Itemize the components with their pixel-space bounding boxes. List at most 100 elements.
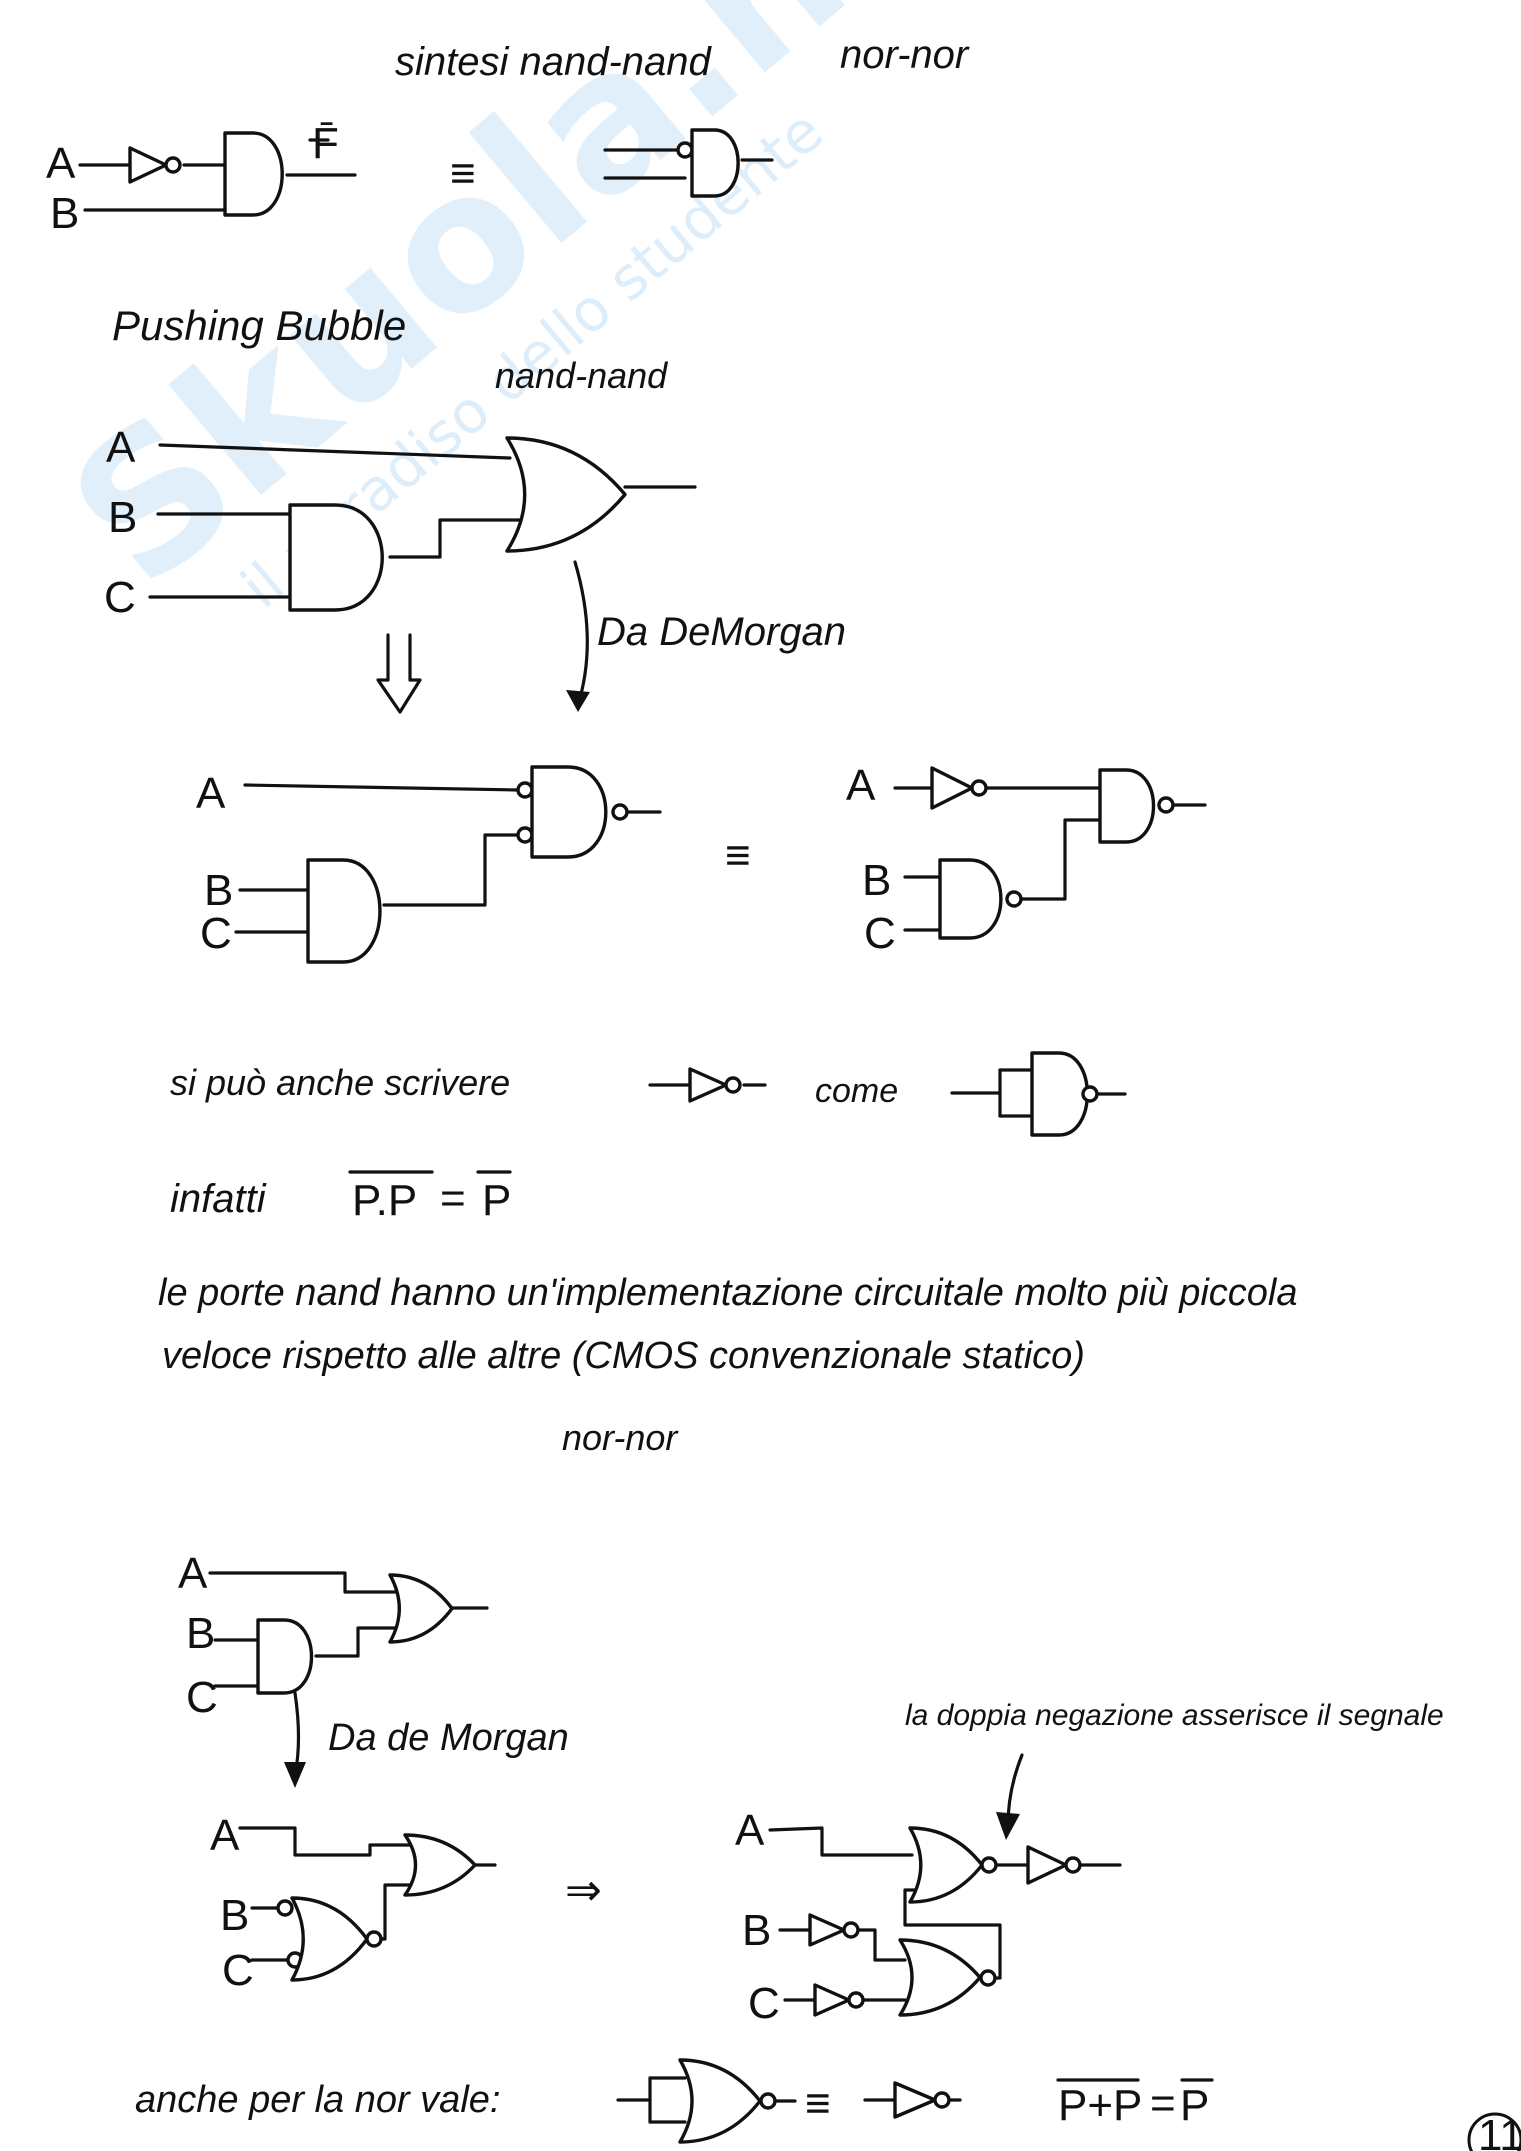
- note-text-1: si può anche scrivere: [170, 1062, 510, 1103]
- not-gate-icon: [688, 1067, 728, 1103]
- wire: [314, 1626, 402, 1658]
- input-label-b: B: [220, 1891, 249, 1940]
- not-gate-icon: [128, 146, 168, 184]
- inversion-bubble-icon: [276, 1899, 294, 1917]
- input-label-b: B: [186, 1609, 215, 1658]
- paragraph-line-2: veloce rispetto alle altre (CMOS convenz…: [162, 1335, 1085, 1377]
- title-nor-nor: nor-nor: [840, 33, 970, 77]
- curved-arrow-icon: [573, 560, 589, 707]
- not-gate-icon: [893, 2081, 937, 2119]
- wire: [903, 1888, 1002, 1980]
- inversion-bubble-icon: [1081, 1085, 1099, 1103]
- input-label-b: B: [108, 493, 137, 542]
- nor-gate-icon: [908, 1826, 984, 1904]
- input-label-c: C: [222, 1946, 254, 1995]
- arrow-head-icon: [566, 690, 590, 712]
- input-label-b: B: [862, 856, 891, 905]
- input-label-c: C: [748, 1979, 780, 2028]
- output-label-f: F̄: [312, 119, 339, 168]
- inversion-bubble-icon: [970, 779, 988, 797]
- wire: [238, 1826, 412, 1857]
- title-nand-nand: sintesi nand-nand: [395, 40, 713, 84]
- and-gate-icon: [288, 503, 384, 612]
- equivalence-sign: ≡: [725, 831, 751, 880]
- inversion-bubble-icon: [1005, 890, 1023, 908]
- wire: [243, 783, 520, 792]
- not-gate-icon: [1026, 1845, 1068, 1885]
- and-gate-icon: [256, 1618, 314, 1695]
- formula-lhs: P.P: [352, 1176, 417, 1225]
- nand-nand-heading: nand-nand: [495, 355, 668, 396]
- input-label-c: C: [104, 573, 136, 622]
- wire: [1019, 818, 1102, 901]
- formula-lhs: P+P: [1058, 2081, 1142, 2130]
- input-label-b: B: [742, 1906, 771, 1955]
- inversion-bubble-icon: [611, 803, 629, 821]
- inversion-bubble-icon: [164, 156, 182, 174]
- nand-gate-icon: [938, 858, 1003, 940]
- inversion-bubble-icon: [516, 826, 534, 844]
- wire: [388, 518, 522, 559]
- not-gate-icon: [813, 1983, 851, 2017]
- input-label-c: C: [864, 909, 896, 958]
- formula-rhs: P: [482, 1176, 511, 1225]
- formula-eq: =: [440, 1174, 466, 1223]
- wire: [208, 1571, 397, 1594]
- not-gate-icon: [808, 1913, 846, 1947]
- inversion-bubble-icon: [676, 141, 694, 159]
- wire: [382, 833, 520, 907]
- nor-gate-icon: [898, 1938, 982, 2017]
- inversion-bubble-icon: [1157, 796, 1175, 814]
- wire: [768, 1826, 914, 1857]
- note-text-2: come: [815, 1072, 898, 1110]
- demorgan-note: Da de Morgan: [328, 1717, 569, 1759]
- demorgan-note: Da DeMorgan: [597, 610, 846, 654]
- page-number-badge: 11: [1467, 2111, 1521, 2151]
- input-label-a: A: [210, 1811, 240, 1860]
- final-text: anche per la nor vale:: [135, 2079, 500, 2121]
- nor-gate-icon: [290, 1896, 369, 1982]
- inversion-bubble-icon: [979, 1969, 997, 1987]
- inversion-bubble-icon: [847, 1991, 865, 2009]
- input-label-a: A: [106, 423, 136, 472]
- arrow-head-icon: [284, 1762, 306, 1788]
- double-negation-annotation: la doppia negazione asserisce il segnale: [905, 1699, 1444, 1732]
- inversion-bubble-icon: [933, 2091, 951, 2109]
- input-label-a: A: [735, 1806, 765, 1855]
- wire: [856, 1928, 907, 1962]
- input-label-b: B: [50, 189, 79, 238]
- input-label-c: C: [200, 909, 232, 958]
- inversion-bubble-icon: [724, 1076, 742, 1094]
- inversion-bubble-icon: [980, 1856, 998, 1874]
- input-label-c: C: [186, 1673, 218, 1722]
- nand-gate-icon: [690, 128, 740, 198]
- input-label-b: B: [204, 866, 233, 915]
- inversion-bubble-icon: [516, 781, 534, 799]
- and-gate-icon: [223, 131, 284, 217]
- nand-gate-icon: [1098, 768, 1156, 844]
- and-gate-icon: [306, 858, 382, 964]
- or-gate-icon: [505, 436, 627, 553]
- implies-down-arrow-icon: [376, 633, 422, 714]
- input-label-a: A: [846, 761, 876, 810]
- inversion-bubble-icon: [365, 1930, 383, 1948]
- arrow-head-icon: [996, 1812, 1020, 1840]
- nor-nor-heading: nor-nor: [562, 1417, 679, 1458]
- nor-gate-icon: [678, 2058, 762, 2144]
- nand-gate-icon: [1030, 1051, 1089, 1137]
- inversion-bubble-icon: [842, 1921, 860, 1939]
- input-label-a: A: [46, 139, 76, 188]
- wire: [158, 443, 512, 460]
- infatti-word: infatti: [170, 1177, 267, 1221]
- paragraph-line-1: le porte nand hanno un'implementazione c…: [158, 1272, 1298, 1314]
- or-gate-icon: [403, 1833, 477, 1897]
- inversion-bubble-icon: [759, 2092, 777, 2110]
- nand-gate-icon: [530, 765, 608, 859]
- formula-eq: =: [1150, 2079, 1176, 2128]
- page-number: 11: [1478, 2111, 1521, 2151]
- input-label-a: A: [178, 1549, 208, 1598]
- wire: [379, 1883, 412, 1941]
- equivalence-sign: ≡: [805, 2079, 831, 2128]
